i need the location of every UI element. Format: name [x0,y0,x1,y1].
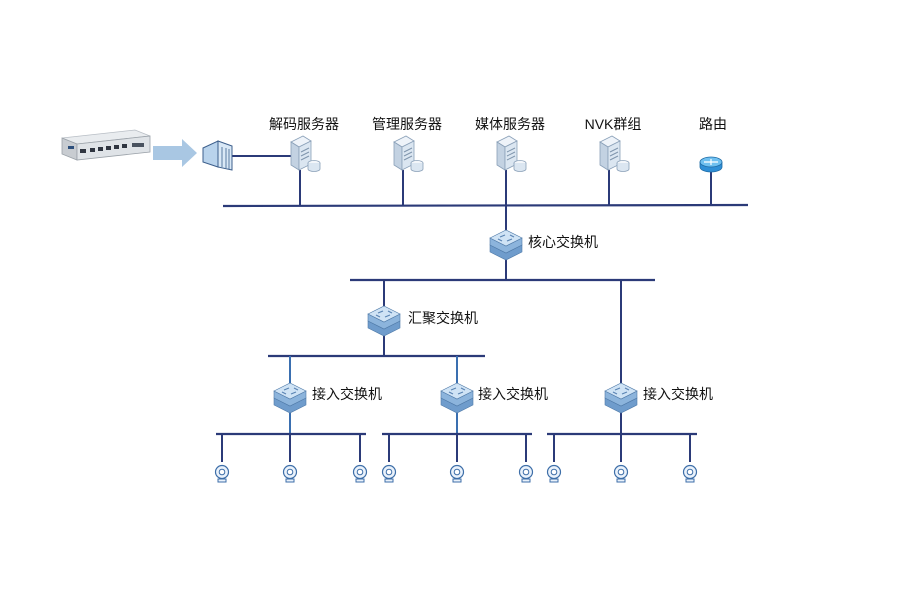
cameras [214,464,698,483]
connection-lines [216,155,749,462]
aggregation-switch: 汇聚交换机 [367,305,478,337]
server-label: 媒体服务器 [475,116,545,132]
access-switch-2: 接入交换机 [440,382,548,414]
switch-icon [604,382,638,414]
router-icon [699,156,723,173]
server-management: 管理服务器 [372,116,442,172]
camera-icon [381,464,397,483]
camera-icon [282,464,298,483]
server-media: 媒体服务器 [475,116,545,172]
server-label: 解码服务器 [269,116,339,132]
camera-icon [682,464,698,483]
server-label: NVK群组 [585,116,642,132]
access-switch-3: 接入交换机 [604,382,713,414]
router: 路由 [699,116,727,173]
server-icon [496,135,527,172]
camera-icon [214,464,230,483]
camera-icon [518,464,534,483]
switch-icon [273,382,307,414]
server-nvk-group: NVK群组 [585,116,642,172]
switch-label: 接入交换机 [478,386,548,402]
switch-label: 接入交换机 [312,386,382,402]
camera-icon [546,464,562,483]
server-label: 管理服务器 [372,116,442,132]
server-icon [393,135,424,172]
encoder-device-icon [61,129,151,161]
core-switch: 核心交换机 [489,229,598,261]
firewall-icon [202,140,233,171]
camera-icon [352,464,368,483]
switch-label: 接入交换机 [643,386,713,402]
router-label: 路由 [699,116,727,132]
server-icon [599,135,630,172]
access-switch-1: 接入交换机 [273,382,382,414]
switch-label: 汇聚交换机 [408,310,478,326]
arrow-icon [153,139,197,167]
switch-icon [440,382,474,414]
camera-icon [449,464,465,483]
switch-label: 核心交换机 [528,234,598,250]
server-bus-line [222,203,749,208]
server-decode: 解码服务器 [269,116,339,172]
server-icon [290,135,321,172]
switch-icon [367,305,401,337]
switch-icon [489,229,523,261]
camera-icon [613,464,629,483]
